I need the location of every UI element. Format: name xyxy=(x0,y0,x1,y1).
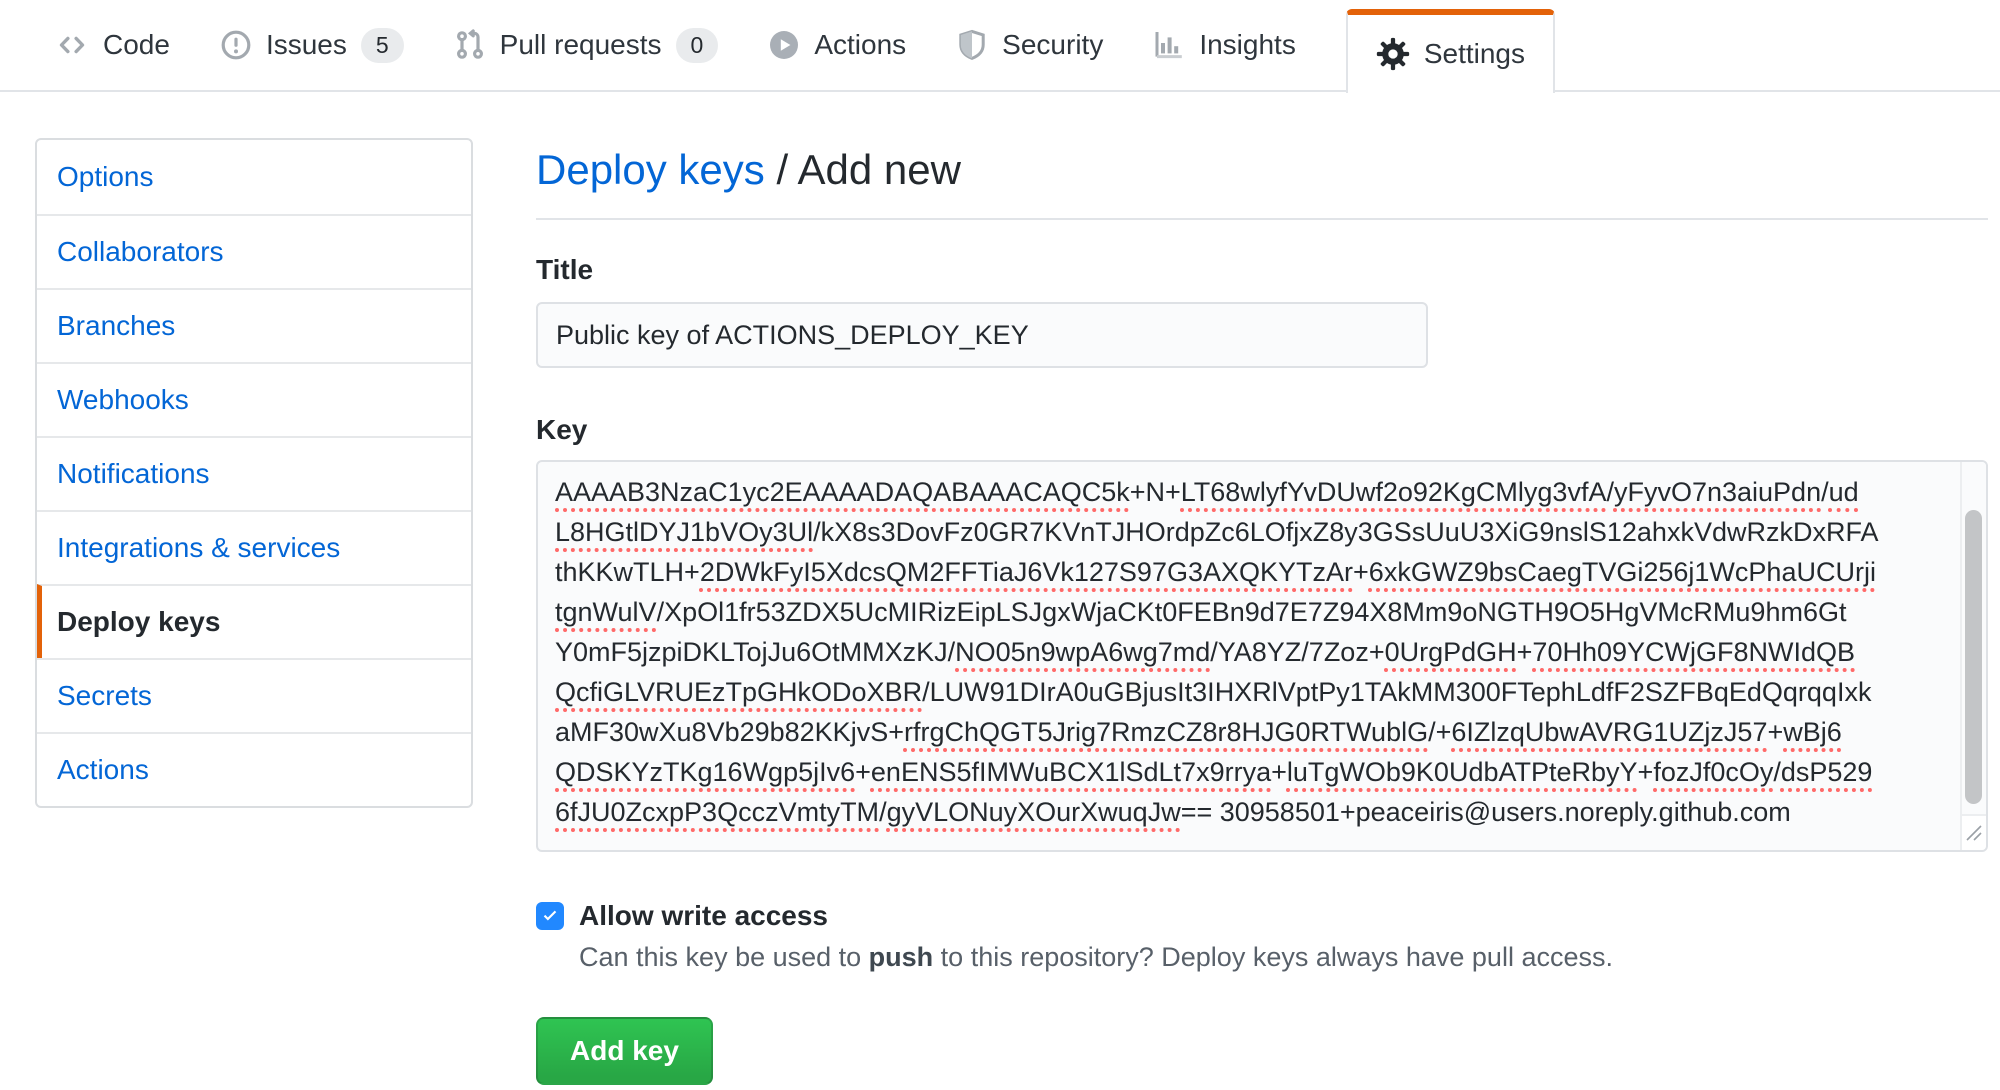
deploy-keys-breadcrumb-link[interactable]: Deploy keys xyxy=(536,146,765,193)
key-line: AAAAB3NzaC1yc2EAAAADAQABAAACAQC5k+N+LT68… xyxy=(555,477,1859,507)
deploy-key-form: Deploy keys / Add new Title Key AAAAB3Nz… xyxy=(536,92,1988,1085)
divider xyxy=(536,218,1988,220)
play-circle-icon xyxy=(768,29,800,61)
sidebar-item-actions[interactable]: Actions xyxy=(37,732,471,806)
code-icon xyxy=(55,30,89,60)
pull-request-icon xyxy=(454,29,486,61)
title-input[interactable] xyxy=(536,302,1428,368)
sidebar-item-secrets[interactable]: Secrets xyxy=(37,658,471,732)
key-line: thKKwTLH+2DWkFyI5XdcsQM2FFTiaJ6Vk127S97G… xyxy=(555,557,1876,587)
key-line: QcfiGLVRUEzTpGHkODoXBR/LUW91DIrA0uGBjusI… xyxy=(555,677,1872,707)
scrollbar-corner xyxy=(1960,814,1986,850)
tab-label: Security xyxy=(1002,29,1104,60)
key-line: 6fJU0ZcxpP3QcczVmtyTM/gyVLONuyXOurXwuqJw… xyxy=(555,797,1791,827)
description-push: push xyxy=(868,942,934,972)
tab-label: Pull requests xyxy=(499,29,662,60)
key-line: L8HGtlDYJ1bVOy3Ul/kX8s3DovFz0GR7KVnTJHOr… xyxy=(555,517,1879,547)
page-title: Deploy keys / Add new xyxy=(536,146,1988,194)
title-label: Title xyxy=(536,254,594,285)
sidebar-item-webhooks[interactable]: Webhooks xyxy=(37,362,471,436)
allow-write-access-row: Allow write access xyxy=(536,900,1988,932)
key-line: Y0mF5jzpiDKLTojJu6OtMMXzKJ/NO05n9wpA6wg7… xyxy=(555,637,1856,667)
tab-insights[interactable]: Insights xyxy=(1153,0,1296,90)
key-textarea[interactable]: AAAAB3NzaC1yc2EAAAADAQABAAACAQC5k+N+LT68… xyxy=(536,460,1988,852)
shield-icon xyxy=(956,29,988,61)
issue-icon xyxy=(220,29,252,61)
sidebar-item-deploy-keys[interactable]: Deploy keys xyxy=(37,584,471,658)
sidebar-item-collaborators[interactable]: Collaborators xyxy=(37,214,471,288)
repo-tab-bar: Code Issues 5 Pull requests 0 Actions Se… xyxy=(0,0,2000,93)
tab-issues[interactable]: Issues 5 xyxy=(220,0,404,90)
add-key-button[interactable]: Add key xyxy=(536,1017,713,1085)
key-label: Key xyxy=(536,414,588,445)
tab-settings[interactable]: Settings xyxy=(1345,9,1555,93)
gear-icon xyxy=(1376,37,1410,71)
key-line: QDSKYzTKg16Wgp5jIv6+enENS5fIMWuBCX1lSdLt… xyxy=(555,757,1873,787)
key-line: tgnWulV/XpOl1fr53ZDX5UcMIRizEipLSJgxWjaC… xyxy=(555,597,1847,627)
allow-write-access-label[interactable]: Allow write access xyxy=(579,900,829,931)
tab-actions[interactable]: Actions xyxy=(768,0,906,90)
sidebar-item-notifications[interactable]: Notifications xyxy=(37,436,471,510)
pull-requests-count-badge: 0 xyxy=(675,27,719,63)
tab-label: Settings xyxy=(1423,38,1525,69)
resize-grip-icon[interactable] xyxy=(1960,819,1984,848)
tab-code[interactable]: Code xyxy=(55,0,170,90)
tab-security[interactable]: Security xyxy=(956,0,1103,90)
allow-write-access-checkbox[interactable] xyxy=(536,902,564,930)
sidebar-item-integrations-services[interactable]: Integrations & services xyxy=(37,510,471,584)
tab-pull-requests[interactable]: Pull requests 0 xyxy=(454,0,719,90)
description-text: to this repository? Deploy keys always h… xyxy=(933,942,1613,972)
tab-label: Code xyxy=(103,29,170,60)
scrollbar-track[interactable] xyxy=(1960,462,1986,814)
key-line: aMF30wXu8Vb29b82KKjvS+rfrgChQGT5Jrig7Rmz… xyxy=(555,717,1842,747)
sidebar-item-options[interactable]: Options xyxy=(57,161,154,192)
write-access-description: Can this key be used to push to this rep… xyxy=(579,942,1988,973)
tab-label: Actions xyxy=(814,29,907,60)
tab-label: Insights xyxy=(1199,29,1296,60)
description-text: Can this key be used to xyxy=(579,942,869,972)
issues-count-badge: 5 xyxy=(360,27,404,63)
graph-icon xyxy=(1153,29,1185,61)
key-textarea-content: AAAAB3NzaC1yc2EAAAADAQABAAACAQC5k+N+LT68… xyxy=(555,472,1942,832)
settings-menu: Options Collaborators Branches Webhooks … xyxy=(35,138,473,808)
tab-label: Issues xyxy=(265,29,347,60)
scrollbar-thumb[interactable] xyxy=(1965,510,1982,804)
breadcrumb-current: / Add new xyxy=(776,146,961,193)
sidebar-item-branches[interactable]: Branches xyxy=(37,288,471,362)
